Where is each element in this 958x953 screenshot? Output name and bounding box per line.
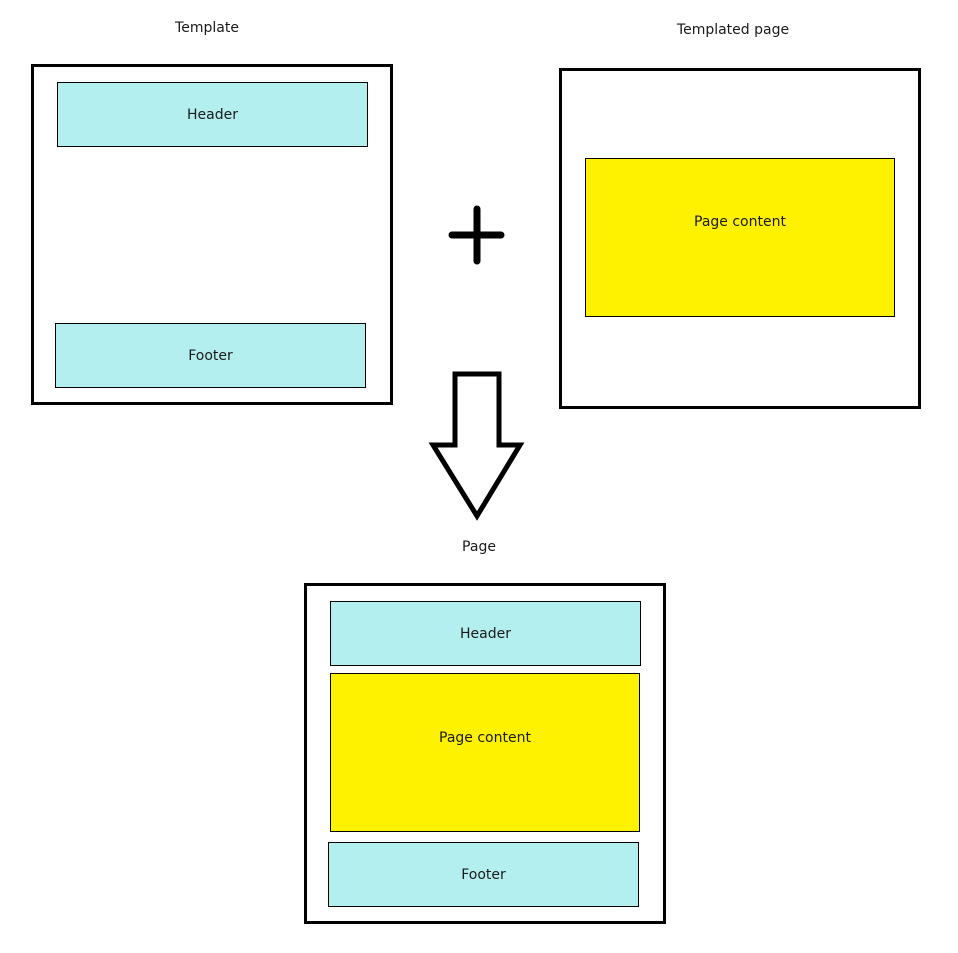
result-content-label: Page content [439,730,531,746]
template-footer-label: Footer [188,347,233,364]
result-content-box: Page content [330,673,640,832]
template-header-box: Header [57,82,368,147]
result-page-frame: Header Page content Footer [304,583,666,924]
templated-page-title: Templated page [676,22,790,38]
template-frame: Header Footer [31,64,393,405]
result-header-box: Header [330,601,641,666]
plus-icon [448,205,505,265]
template-footer-box: Footer [55,323,366,388]
template-header-label: Header [187,106,238,123]
down-arrow-icon [428,371,525,521]
templated-page-content-box: Page content [585,158,895,317]
result-header-label: Header [460,625,511,642]
result-page-title: Page [462,539,496,555]
result-footer-box: Footer [328,842,639,907]
result-footer-label: Footer [461,866,506,883]
templated-page-content-label: Page content [694,214,786,230]
templated-page-frame: Page content [559,68,921,409]
template-title: Template [175,20,239,36]
